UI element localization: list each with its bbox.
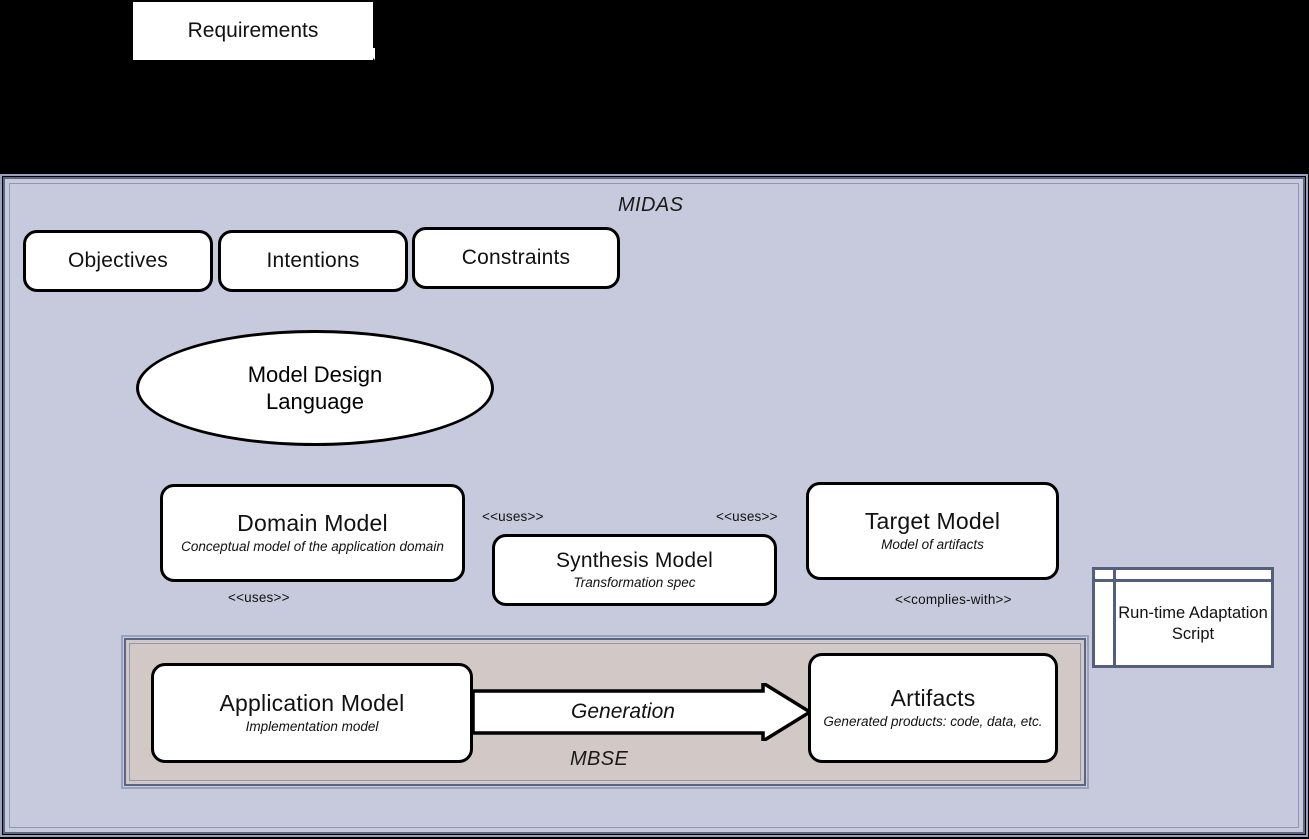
node-artifacts[interactable]: Artifacts Generated products: code, data… bbox=[808, 653, 1058, 763]
node-intentions-title: Intentions bbox=[266, 249, 360, 273]
node-objectives-title: Objectives bbox=[67, 249, 169, 273]
node-runtime-adaptation-script-title: Run-time Adaptation Script bbox=[1118, 604, 1268, 643]
node-application-model-title: Application Model bbox=[219, 689, 405, 716]
node-model-design-language-title-line2: Language bbox=[266, 389, 364, 414]
node-target-model[interactable]: Target Model Model of artifacts bbox=[806, 482, 1059, 580]
node-application-model-subtitle: Implementation model bbox=[245, 719, 379, 735]
node-constraints-title: Constraints bbox=[461, 246, 571, 270]
edge-label-uses-synthesis-domain: <<uses>> bbox=[482, 509, 544, 524]
runtime-script-gutter-rule bbox=[1113, 570, 1116, 665]
node-requirements-title: Requirements bbox=[187, 19, 319, 42]
node-model-design-language-title-line1: Model Design bbox=[247, 361, 383, 387]
node-application-model[interactable]: Application Model Implementation model bbox=[151, 663, 473, 763]
node-runtime-adaptation-script[interactable]: Run-time Adaptation Script bbox=[1092, 567, 1274, 668]
runtime-script-header-rule bbox=[1095, 579, 1271, 582]
node-artifacts-subtitle: Generated products: code, data, etc. bbox=[823, 714, 1043, 730]
node-constraints[interactable]: Constraints bbox=[412, 227, 620, 289]
node-synthesis-model[interactable]: Synthesis Model Transformation spec bbox=[492, 534, 777, 606]
node-synthesis-model-subtitle: Transformation spec bbox=[573, 575, 696, 591]
node-domain-model-title: Domain Model bbox=[237, 509, 388, 536]
node-synthesis-model-title: Synthesis Model bbox=[555, 548, 714, 572]
node-domain-model-subtitle: Conceptual model of the application doma… bbox=[181, 539, 444, 555]
generation-block-arrow bbox=[473, 683, 810, 741]
node-domain-model[interactable]: Domain Model Conceptual model of the app… bbox=[160, 484, 465, 582]
generation-label: Generation bbox=[571, 700, 675, 723]
edge-label-uses-synthesis-target: <<uses>> bbox=[716, 509, 778, 524]
node-requirements[interactable]: Requirements bbox=[133, 2, 373, 60]
node-target-model-title: Target Model bbox=[864, 507, 1001, 534]
node-model-design-language[interactable]: Model Design Language bbox=[136, 330, 494, 446]
edge-label-complies-with: <<complies-with>> bbox=[895, 592, 1012, 607]
node-objectives[interactable]: Objectives bbox=[23, 230, 213, 292]
node-artifacts-title: Artifacts bbox=[890, 684, 976, 711]
edge-label-uses-domain-application: <<uses>> bbox=[228, 590, 290, 605]
node-intentions[interactable]: Intentions bbox=[218, 230, 408, 292]
midas-panel-label: MIDAS bbox=[618, 194, 684, 216]
node-target-model-subtitle: Model of artifacts bbox=[881, 537, 984, 553]
mbse-panel-label: MBSE bbox=[570, 748, 629, 770]
